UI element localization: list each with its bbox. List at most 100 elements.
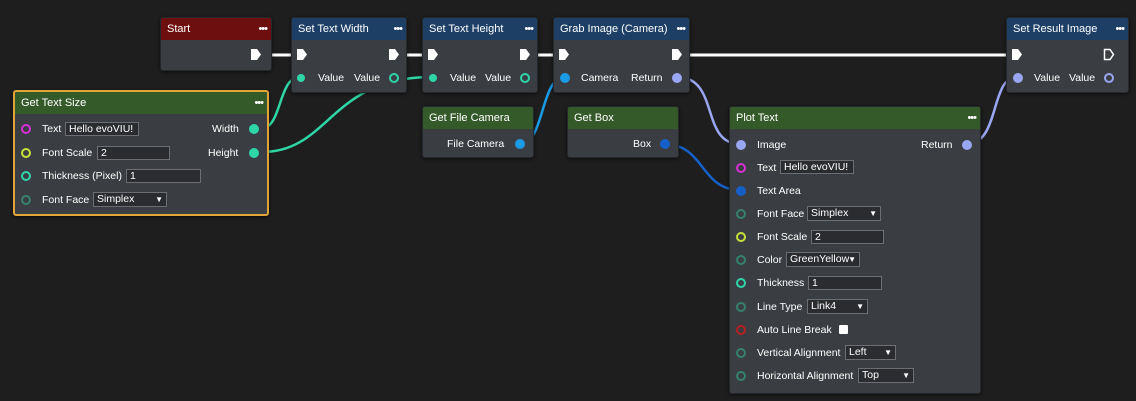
camera-in-label: Camera	[581, 72, 619, 84]
exec-in-pin[interactable]	[558, 48, 570, 61]
value-in-pin[interactable]	[1013, 73, 1023, 83]
node-grab-image-camera[interactable]: Grab Image (Camera)••• Camera Return	[553, 17, 690, 93]
text-input[interactable]: Hello evoVIU!	[65, 122, 139, 136]
node-header[interactable]: Set Text Width•••	[292, 18, 406, 40]
return-out-pin[interactable]	[672, 73, 682, 83]
exec-in-pin[interactable]	[1011, 48, 1023, 61]
node-header[interactable]: Grab Image (Camera) •••	[554, 18, 689, 40]
auto-line-break-in-pin[interactable]	[736, 325, 746, 335]
font-face-select[interactable]: Simplex▼	[93, 192, 167, 207]
node-header[interactable]: Get File Camera	[423, 107, 533, 129]
node-menu-icon[interactable]: •••	[258, 23, 268, 35]
node-header[interactable]: Plot Text •••	[730, 107, 980, 129]
height-out-pin[interactable]	[249, 148, 259, 158]
horizontal-alignment-in-pin[interactable]	[736, 371, 746, 381]
value-out-pin[interactable]	[520, 73, 530, 83]
node-get-text-size[interactable]: Get Text Size••• Text Hello evoVIU! Widt…	[13, 90, 269, 216]
node-menu-icon[interactable]: •••	[254, 97, 264, 109]
file-camera-out-pin[interactable]	[515, 139, 525, 149]
line-type-in-pin[interactable]	[736, 302, 746, 312]
node-header[interactable]: Set Result Image •••	[1007, 18, 1128, 40]
horizontal-alignment-label: Horizontal Alignment	[757, 370, 854, 382]
node-start[interactable]: Start •••	[160, 17, 272, 71]
font-scale-label: Font Scale	[42, 147, 93, 159]
node-menu-icon[interactable]: •••	[393, 23, 403, 35]
value-out-pin[interactable]	[1104, 73, 1114, 83]
thickness-in-pin[interactable]	[21, 171, 31, 181]
font-scale-input[interactable]: 2	[811, 230, 884, 244]
exec-in-pin[interactable]	[427, 48, 439, 61]
value-out-pin[interactable]	[389, 73, 399, 83]
thickness-input[interactable]: 1	[808, 276, 882, 290]
node-menu-icon[interactable]: •••	[967, 112, 977, 124]
exec-out-pin[interactable]	[671, 48, 683, 61]
line-type-select[interactable]: Link4▼	[807, 299, 868, 314]
color-value: GreenYellow	[790, 253, 850, 265]
vertical-alignment-label: Vertical Alignment	[757, 347, 841, 359]
exec-in-pin[interactable]	[296, 48, 308, 61]
color-label: Color	[757, 254, 783, 266]
text-in-pin[interactable]	[736, 163, 746, 173]
font-face-label: Font Face	[42, 194, 90, 206]
node-header[interactable]: Get Text Size•••	[15, 92, 267, 114]
exec-out-pin[interactable]	[388, 48, 400, 61]
exec-out-pin[interactable]	[1103, 48, 1115, 61]
camera-in-pin[interactable]	[560, 73, 570, 83]
text-label: Text	[42, 123, 62, 135]
node-title: Get Box	[574, 112, 614, 124]
node-title: Set Result Image	[1013, 23, 1098, 35]
node-set-result-image[interactable]: Set Result Image••• Value Value	[1006, 17, 1129, 93]
text-input[interactable]: Hello evoVIU!	[780, 160, 854, 174]
font-face-in-pin[interactable]	[21, 195, 31, 205]
font-scale-label: Font Scale	[757, 231, 808, 243]
chevron-down-icon: ▼	[884, 348, 892, 357]
node-menu-icon[interactable]: •••	[524, 23, 534, 35]
width-out-pin[interactable]	[249, 124, 259, 134]
color-in-pin[interactable]	[736, 255, 746, 265]
node-plot-text[interactable]: Plot Text••• Image Return Text Hello evo…	[729, 106, 981, 394]
text-area-label: Text Area	[757, 185, 801, 197]
horizontal-alignment-select[interactable]: Top▼	[858, 368, 914, 383]
auto-line-break-checkbox[interactable]	[839, 325, 848, 334]
exec-out-pin[interactable]	[250, 48, 262, 61]
height-out-label: Height	[208, 147, 239, 159]
box-out-pin[interactable]	[660, 139, 670, 149]
node-title: Start	[167, 23, 191, 35]
text-area-in-pin[interactable]	[736, 186, 746, 196]
image-in-pin[interactable]	[736, 140, 746, 150]
node-title: Grab Image (Camera)	[560, 23, 668, 35]
value-out-label: Value	[485, 72, 512, 84]
return-out-pin[interactable]	[962, 140, 972, 150]
value-out-label: Value	[1069, 72, 1096, 84]
font-face-value: Simplex	[97, 193, 135, 205]
font-face-select[interactable]: Simplex▼	[807, 206, 881, 221]
node-header[interactable]: Start •••	[161, 18, 271, 40]
line-type-value: Link4	[811, 300, 837, 312]
node-title: Plot Text	[736, 112, 778, 124]
font-scale-input[interactable]: 2	[97, 146, 170, 160]
node-get-file-camera[interactable]: Get File Camera File Camera	[422, 106, 534, 158]
value-in-pin[interactable]	[429, 74, 437, 82]
node-menu-icon[interactable]: •••	[676, 23, 686, 35]
vertical-alignment-select[interactable]: Left▼	[845, 345, 896, 360]
font-scale-in-pin[interactable]	[736, 232, 746, 242]
node-header[interactable]: Get Box	[568, 107, 678, 129]
node-header[interactable]: Set Text Height•••	[423, 18, 537, 40]
thickness-in-pin[interactable]	[736, 278, 746, 288]
text-in-pin[interactable]	[21, 124, 31, 134]
node-set-text-height[interactable]: Set Text Height••• Value Value	[422, 17, 538, 93]
font-scale-in-pin[interactable]	[21, 148, 31, 158]
node-get-box[interactable]: Get Box Box	[567, 106, 679, 158]
node-menu-icon[interactable]: •••	[1115, 23, 1125, 35]
text-label: Text	[757, 162, 777, 174]
exec-out-pin[interactable]	[519, 48, 531, 61]
vertical-alignment-in-pin[interactable]	[736, 348, 746, 358]
color-select[interactable]: GreenYellow▼	[786, 252, 860, 267]
font-face-value: Simplex	[811, 207, 849, 219]
value-in-pin[interactable]	[297, 74, 305, 82]
node-set-text-width[interactable]: Set Text Width••• Value Value	[291, 17, 407, 93]
thickness-input[interactable]: 1	[126, 169, 201, 183]
font-face-in-pin[interactable]	[736, 209, 746, 219]
return-out-label: Return	[921, 139, 953, 151]
